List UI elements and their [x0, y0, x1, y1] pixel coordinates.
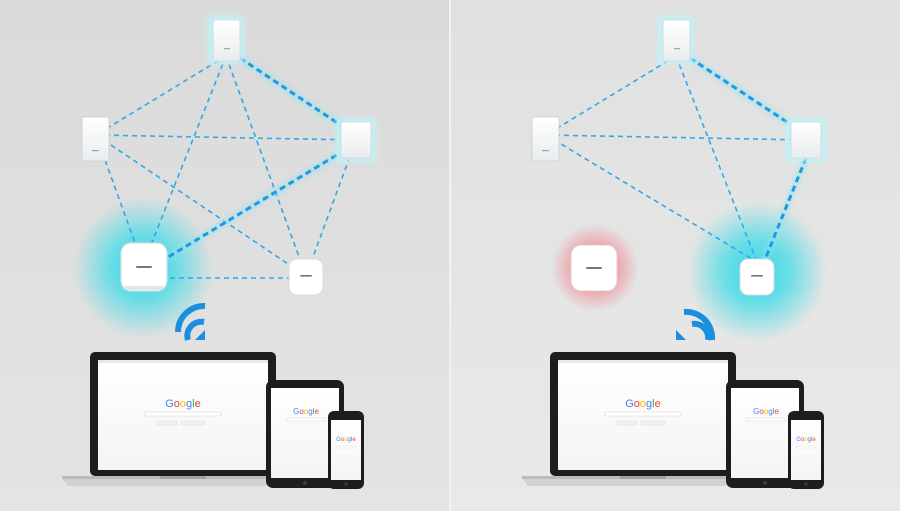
phone-device: Google — [328, 411, 364, 489]
laptop-device: Google — [62, 352, 304, 486]
search-logo: Google — [165, 398, 201, 410]
mesh-link — [95, 55, 227, 136]
mesh-node-top — [208, 16, 244, 64]
logo-letter: l — [652, 398, 654, 410]
ceiling-ap-primary — [120, 242, 168, 292]
tablet-device: Google — [266, 380, 344, 488]
logo-letter: o — [341, 437, 345, 443]
mesh-link — [545, 134, 807, 141]
logo-letter: o — [344, 437, 348, 443]
logo-letter: G — [796, 437, 801, 443]
ceiling-ap-active — [739, 258, 775, 296]
logo-letter: o — [174, 398, 180, 410]
left-network: Google Google Google — [62, 16, 376, 489]
logo-letter: o — [180, 398, 186, 410]
logo-letter: o — [634, 398, 640, 410]
phone-device: Google — [788, 411, 824, 489]
mesh-node-top — [658, 16, 694, 64]
active-link — [239, 56, 346, 130]
active-link — [159, 148, 346, 264]
logo-letter: g — [646, 398, 652, 410]
mesh-node-right — [336, 118, 376, 162]
mesh-node-right — [786, 118, 826, 162]
wifi-signal-icon — [676, 308, 716, 341]
logo-letter: G — [753, 407, 759, 416]
logo-letter: g — [808, 437, 811, 443]
logo-letter: e — [774, 407, 779, 416]
logo-letter: o — [801, 437, 805, 443]
ceiling-ap-failed — [570, 244, 618, 292]
logo-letter: g — [768, 407, 772, 416]
active-link — [689, 56, 797, 130]
logo-letter: o — [759, 407, 764, 416]
logo-letter: l — [192, 398, 194, 410]
logo-letter: e — [195, 398, 201, 410]
mesh-link — [142, 55, 227, 266]
right-network: Google Google Google — [522, 16, 827, 489]
mesh-links — [545, 55, 807, 263]
logo-letter: e — [655, 398, 661, 410]
logo-letter: o — [640, 398, 646, 410]
logo-letter: l — [773, 407, 775, 416]
wifi-signal-icon — [175, 303, 206, 341]
logo-letter: l — [811, 437, 812, 443]
mesh-link — [675, 55, 758, 263]
ceiling-ap-secondary — [288, 258, 324, 296]
logo-letter: o — [299, 407, 304, 416]
logo-letter: l — [313, 407, 315, 416]
tablet-device: Google — [726, 380, 804, 488]
mesh-link — [545, 55, 677, 136]
logo-letter: o — [764, 407, 769, 416]
logo-letter: e — [352, 437, 356, 443]
mesh-links — [95, 55, 357, 279]
logo-letter: o — [804, 437, 808, 443]
search-logo: Google — [625, 398, 661, 410]
search-logo: Google — [753, 407, 779, 416]
mesh-node-left — [81, 116, 110, 162]
mesh-link — [95, 134, 357, 141]
logo-letter: o — [304, 407, 309, 416]
logo-letter: G — [336, 437, 341, 443]
logo-letter: e — [314, 407, 319, 416]
mesh-link — [95, 134, 307, 277]
logo-letter: e — [812, 437, 816, 443]
logo-letter: g — [348, 437, 351, 443]
logo-letter: G — [625, 398, 634, 410]
mesh-node-left — [531, 116, 560, 162]
logo-letter: G — [293, 407, 299, 416]
logo-letter: l — [351, 437, 352, 443]
panel-divider — [449, 0, 451, 511]
mesh-link — [305, 139, 357, 277]
logo-letter: G — [165, 398, 174, 410]
mesh-link — [225, 55, 307, 277]
logo-letter: g — [308, 407, 312, 416]
active-path — [688, 55, 810, 264]
logo-letter: g — [186, 398, 192, 410]
active-path — [158, 55, 347, 265]
search-logo: Google — [336, 437, 356, 443]
laptop-device: Google — [522, 352, 764, 486]
search-logo: Google — [293, 407, 319, 416]
active-link — [762, 157, 808, 263]
search-logo: Google — [796, 437, 816, 443]
